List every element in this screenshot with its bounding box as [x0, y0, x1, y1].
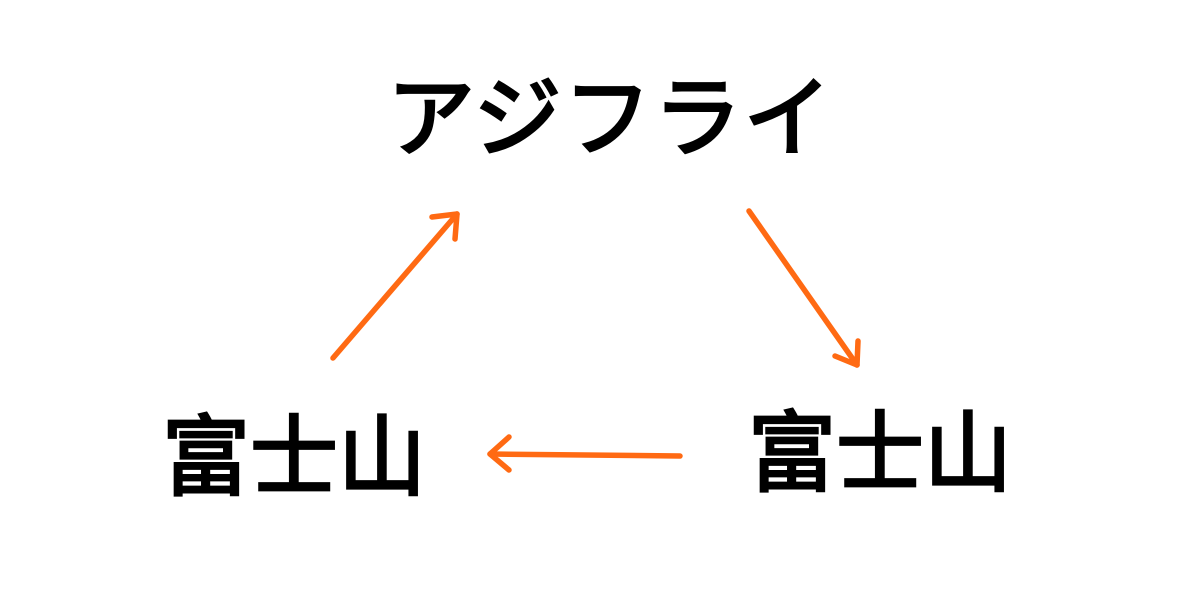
arrow-top-to-right — [746, 208, 861, 368]
arrow-left-to-top — [330, 211, 460, 361]
node-right-label: 富士山 — [748, 402, 1013, 505]
arrow-right-to-left — [487, 434, 683, 473]
node-left-label: 富士山 — [162, 406, 427, 509]
node-top-label: アジフライ — [387, 67, 834, 170]
